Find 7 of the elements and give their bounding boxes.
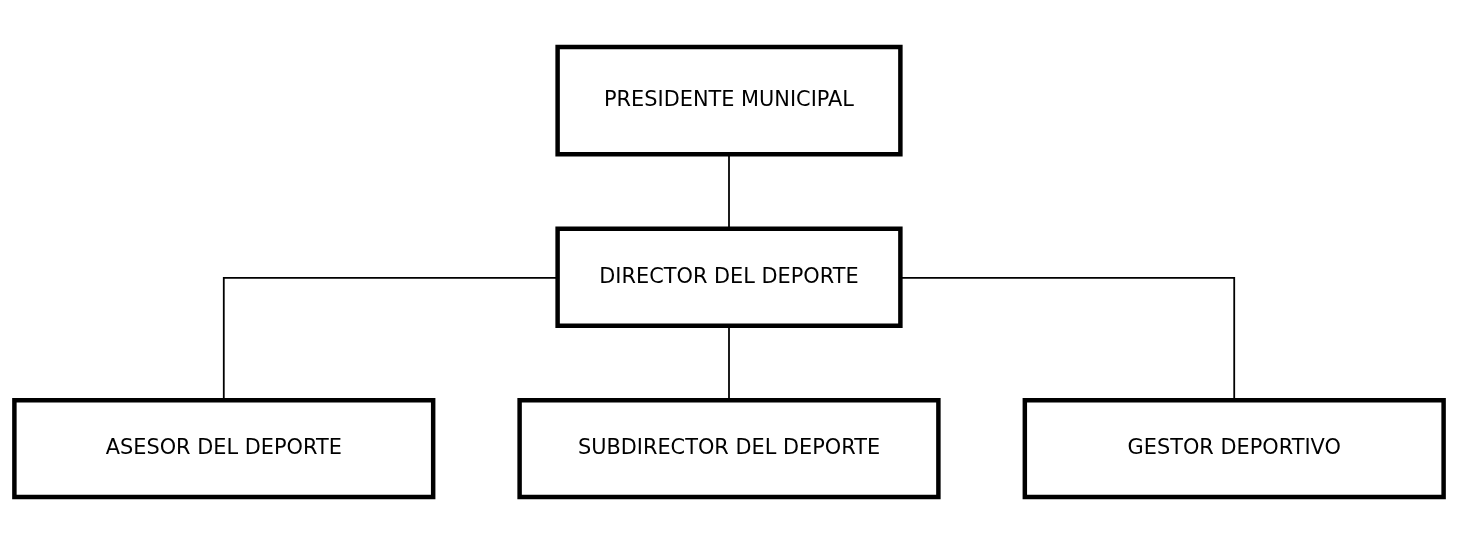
node-box: PRESIDENTE MUNICIPAL xyxy=(555,44,903,157)
connector xyxy=(728,325,730,401)
connector xyxy=(728,153,730,230)
node-box: SUBDIRECTOR DEL DEPORTE xyxy=(517,397,941,500)
node-box: DIRECTOR DEL DEPORTE xyxy=(555,226,903,328)
node-box: GESTOR DEPORTIVO xyxy=(1022,397,1446,500)
node-box: ASESOR DEL DEPORTE xyxy=(12,397,436,500)
